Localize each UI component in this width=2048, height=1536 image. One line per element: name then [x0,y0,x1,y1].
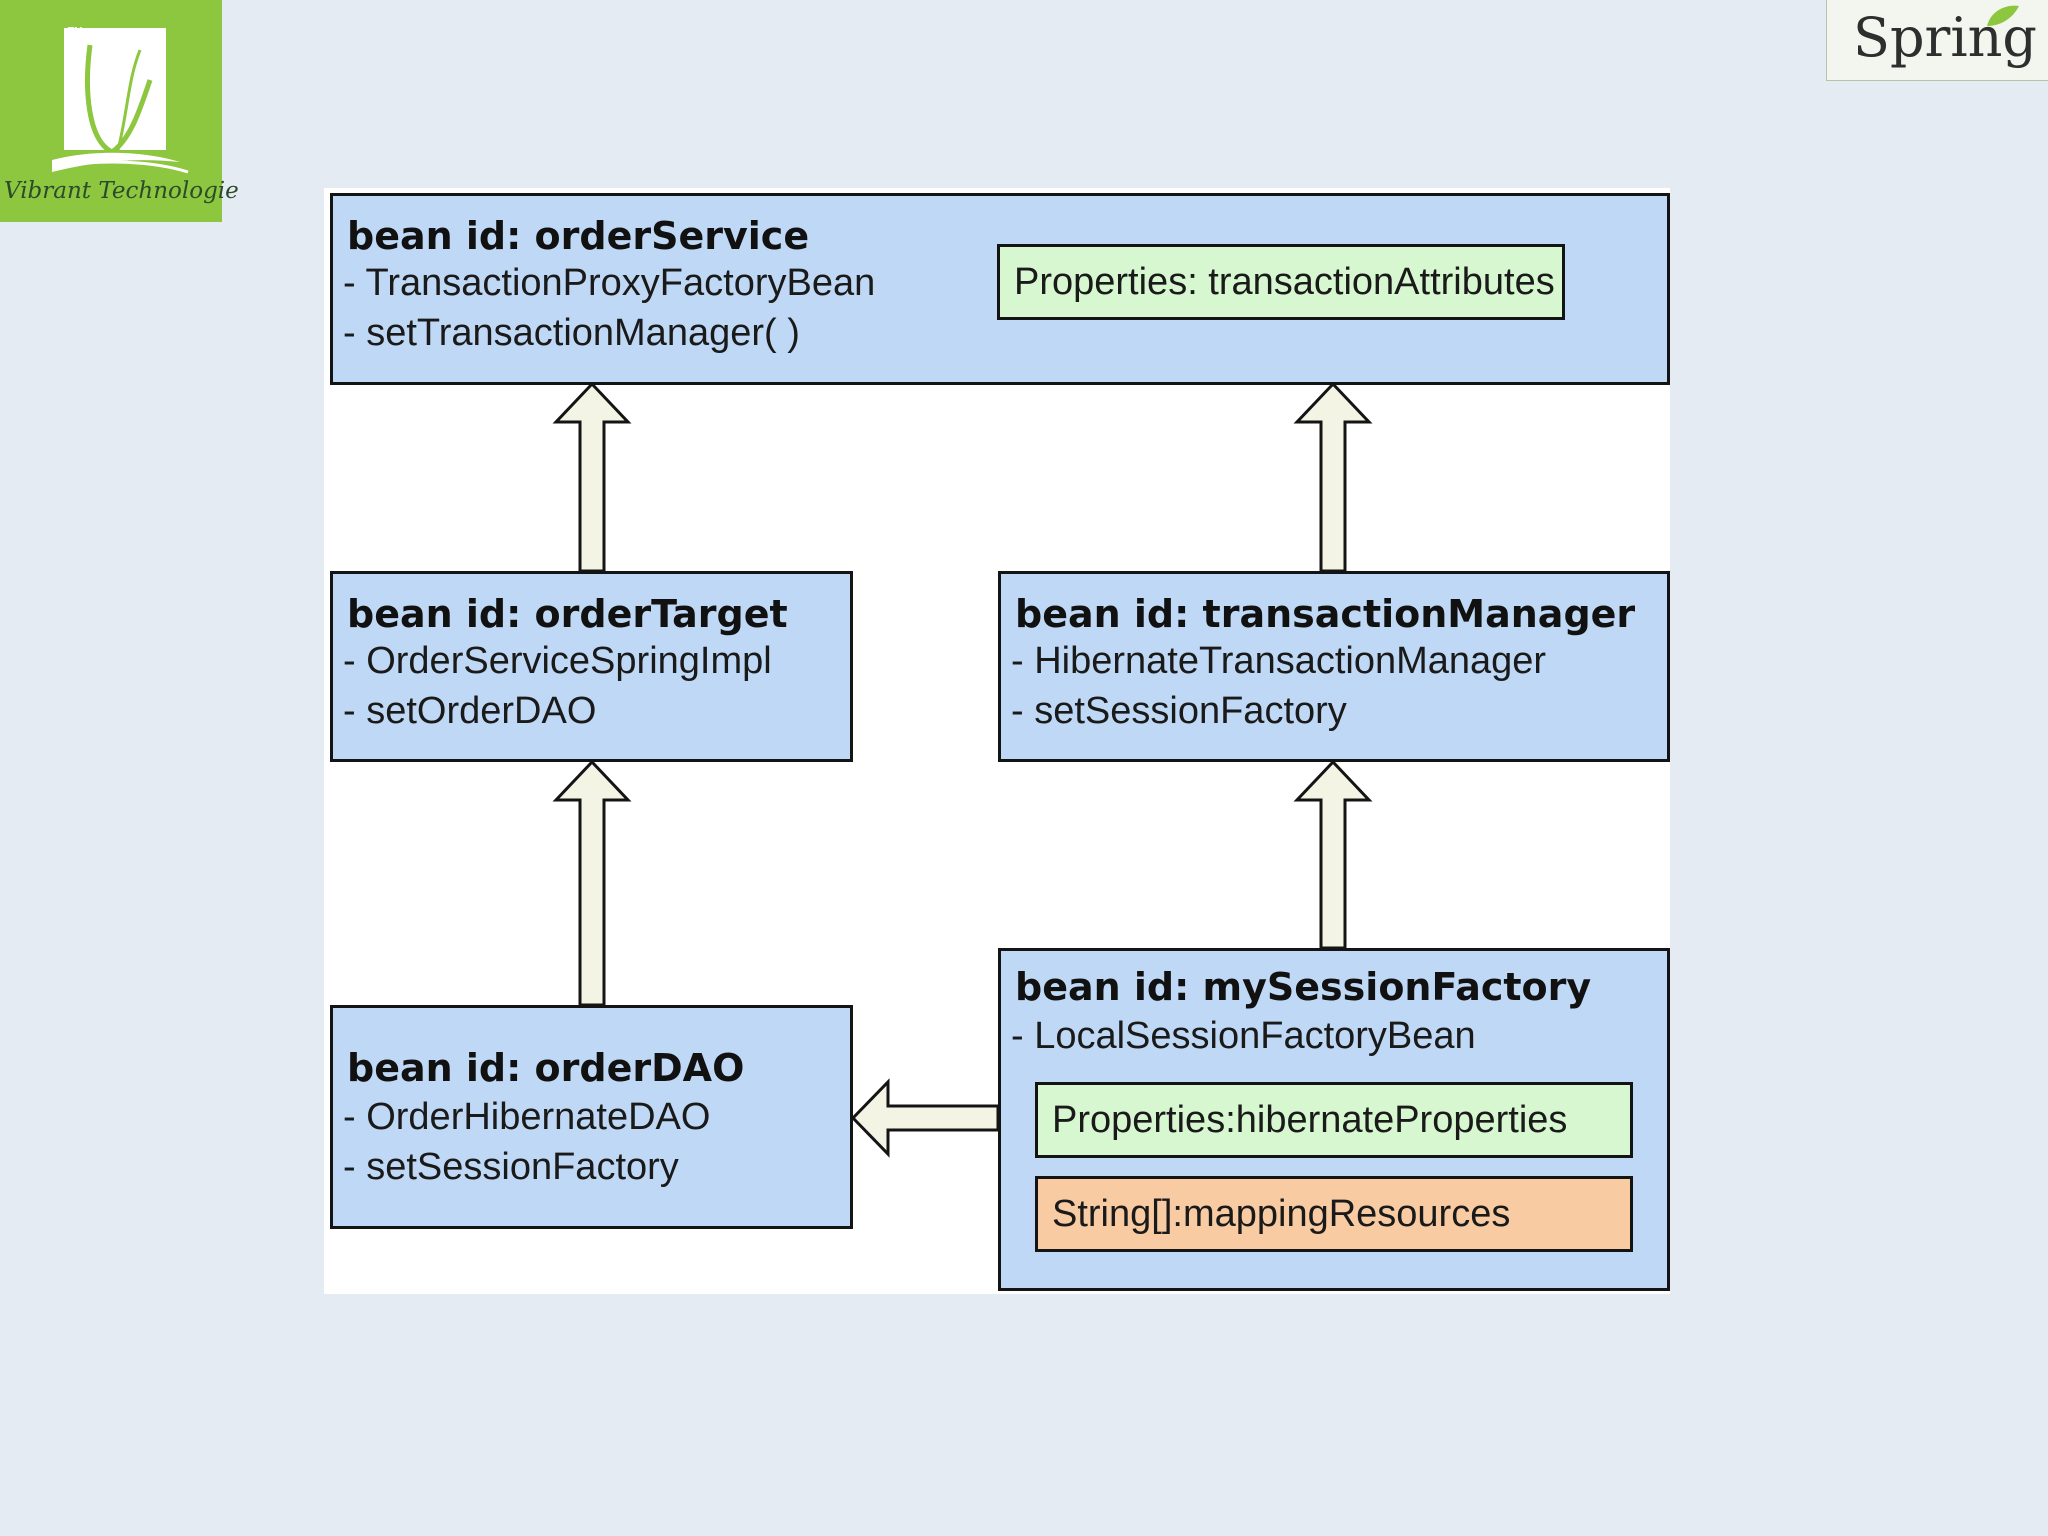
bean-title: bean id: transactionManager [1015,592,1636,636]
leaf-icon [52,28,189,174]
bean-title: bean id: orderTarget [347,592,788,636]
spring-logo: Spring [1826,0,2048,81]
bean-title: bean id: orderService [347,214,810,258]
arrow-up-session-factory-to-transaction-manager [1293,759,1373,950]
bean-order-dao: bean id: orderDAO - OrderHibernateDAO - … [330,1005,853,1229]
bean-method-line: - setOrderDAO [343,690,597,732]
arrow-left-session-factory-to-order-dao [850,1078,1000,1158]
bean-class-line: - TransactionProxyFactoryBean [343,262,876,304]
bean-title: bean id: orderDAO [347,1046,745,1090]
spring-leaf-icon [1987,5,2019,26]
property-mapping-resources: String[]:mappingResources [1035,1176,1633,1252]
bean-transaction-manager: bean id: transactionManager - HibernateT… [998,571,1670,762]
arrow-up-order-dao-to-order-target [552,759,632,1007]
vibrant-technologies-logo: TM Vibrant Technologie [0,0,239,222]
bean-method-line: - setSessionFactory [343,1146,679,1188]
property-transaction-attributes: Properties: transactionAttributes [997,244,1565,320]
bean-my-session-factory: bean id: mySessionFactory - LocalSession… [998,948,1670,1291]
bean-class-line: - OrderHibernateDAO [343,1096,711,1138]
bean-class-line: - HibernateTransactionManager [1011,640,1547,682]
bean-class-line: - LocalSessionFactoryBean [1011,1015,1476,1057]
vibrant-logo-text: Vibrant Technologie [4,178,239,204]
bean-method-line: - setSessionFactory [1011,690,1347,732]
arrow-up-order-target-to-order-service [552,381,632,573]
arrow-up-transaction-manager-to-order-service [1293,381,1373,573]
property-hibernate-properties: Properties:hibernateProperties [1035,1082,1633,1158]
bean-title: bean id: mySessionFactory [1015,965,1592,1009]
bean-order-service: bean id: orderService - TransactionProxy… [330,193,1670,385]
trademark-mark: TM [68,26,83,37]
bean-method-line: - setTransactionManager( ) [343,312,800,354]
bean-class-line: - OrderServiceSpringImpl [343,640,772,682]
